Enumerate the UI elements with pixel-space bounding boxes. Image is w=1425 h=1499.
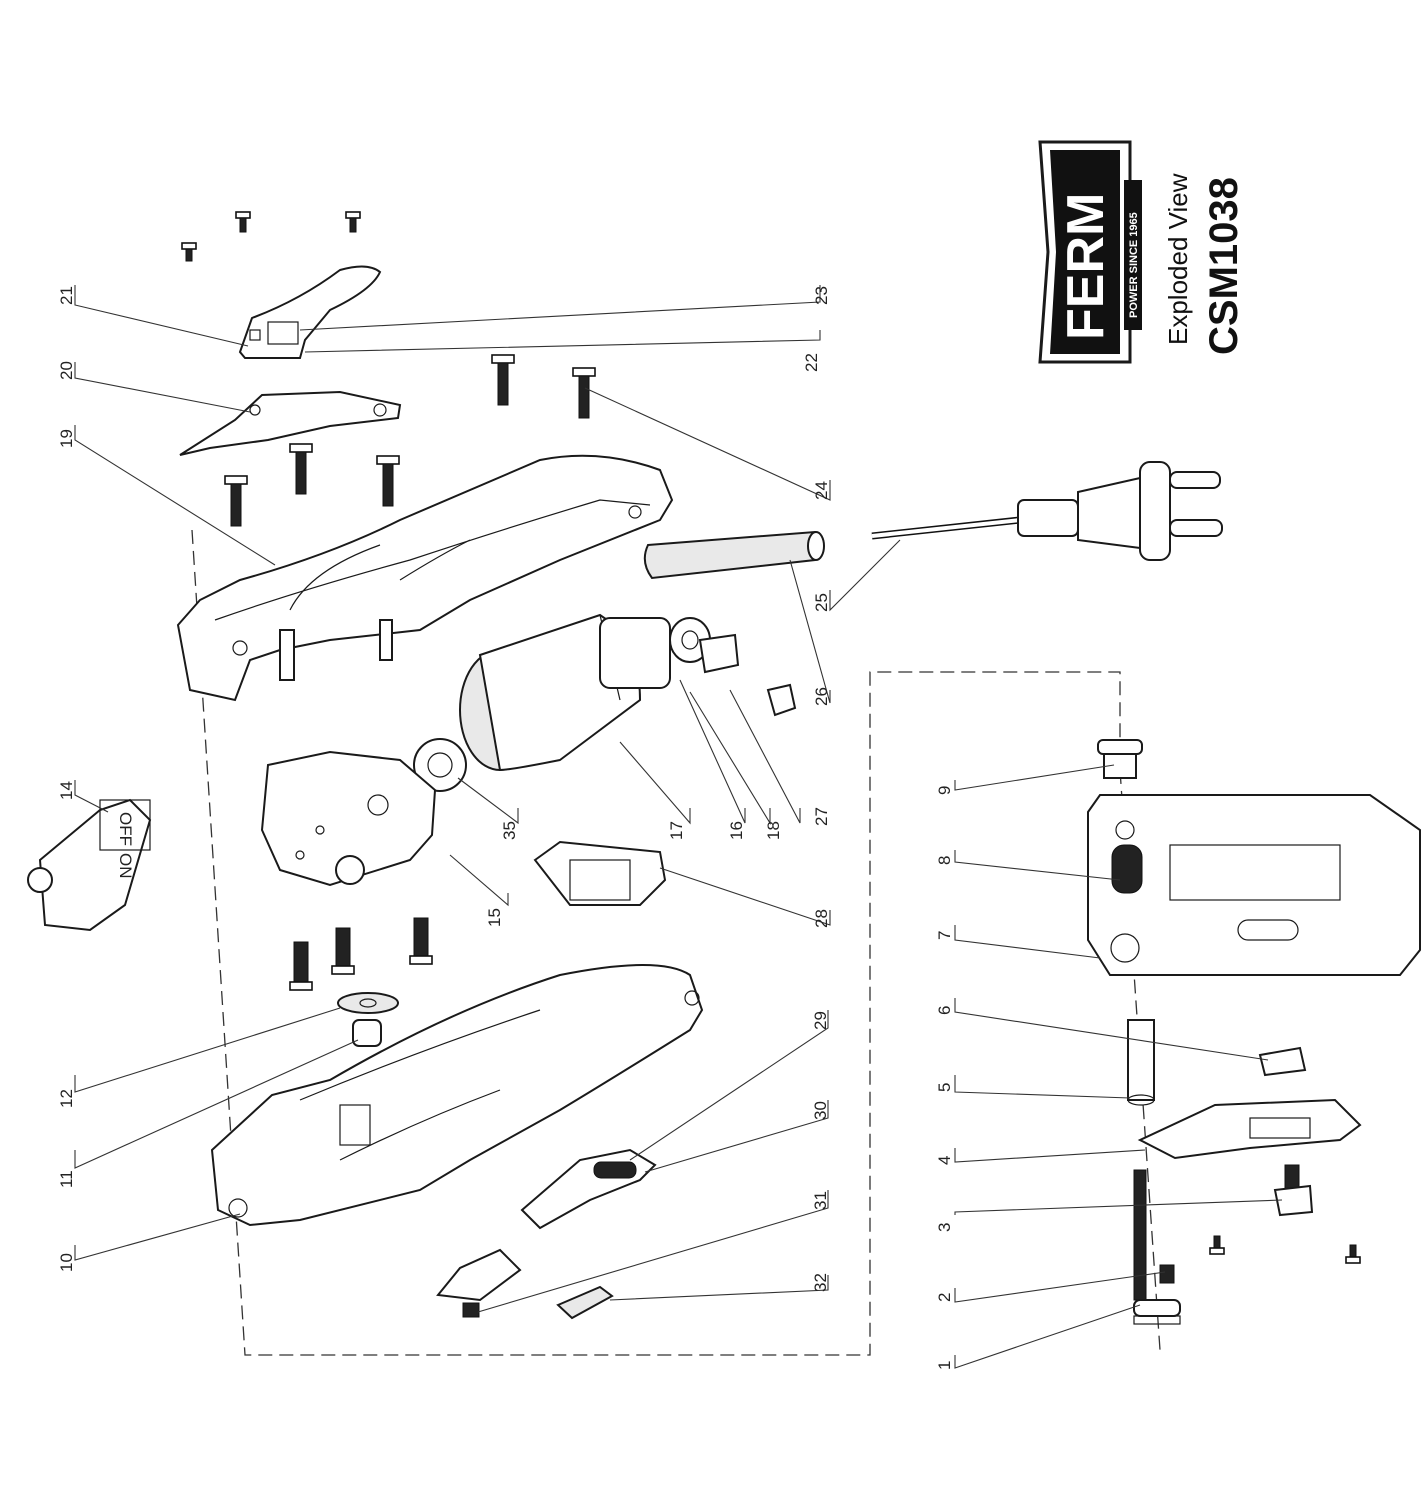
- label-32: 32: [811, 1273, 830, 1292]
- label-4: 4: [935, 1156, 954, 1165]
- label-35: 35: [500, 821, 519, 840]
- screw-long-3: [289, 443, 313, 495]
- screw-long-4: [376, 455, 400, 507]
- screw-small-right-1: [1209, 1235, 1225, 1255]
- label-5: 5: [935, 1083, 954, 1092]
- switch-label-on: ON: [116, 853, 135, 879]
- assembly-boundary-left: [191, 529, 1121, 1356]
- label-28: 28: [812, 909, 831, 928]
- label-10: 10: [57, 1253, 76, 1272]
- label-2: 2: [935, 1293, 954, 1302]
- part-11-spindle: [352, 1019, 382, 1047]
- screw-mid-3: [409, 917, 433, 965]
- label-19: 19: [57, 429, 76, 448]
- part-16-commutator: [599, 617, 711, 689]
- switch-label-off: OFF: [116, 812, 135, 846]
- label-25: 25: [812, 593, 831, 612]
- label-14: 14: [57, 781, 76, 800]
- label-22: 22: [802, 353, 821, 372]
- part-20-cover-plate: [179, 390, 402, 456]
- part-5-pin: [1127, 1019, 1155, 1106]
- logo-text: FERM: [1057, 193, 1115, 340]
- label-21: 21: [57, 286, 76, 305]
- part-8-spring: [1111, 844, 1143, 894]
- part-14-switch-cover: ON OFF: [27, 798, 152, 932]
- title-model-number: CSM1038: [1202, 177, 1246, 355]
- part-3-knob: [1273, 1164, 1314, 1217]
- label-8: 8: [935, 856, 954, 865]
- screw-top-2: [345, 211, 361, 233]
- part-1-foot: [1133, 1299, 1181, 1325]
- label-26: 26: [812, 687, 831, 706]
- part-26-sleeve: [643, 530, 825, 580]
- label-17: 17: [667, 821, 686, 840]
- logo-tagline: POWER SINCE 1965: [1128, 212, 1140, 318]
- label-9: 9: [935, 786, 954, 795]
- label-12: 12: [57, 1089, 76, 1108]
- screw-mid-1: [289, 941, 313, 991]
- part-9-cap: [1097, 739, 1143, 779]
- label-31: 31: [811, 1191, 830, 1210]
- screw-long-1: [491, 354, 515, 406]
- part-25-power-plug: [871, 461, 1223, 561]
- label-1: 1: [935, 1361, 954, 1370]
- ferm-logo: FERM POWER SINCE 1965: [1038, 140, 1142, 364]
- part-21-lever: [238, 265, 382, 359]
- label-24: 24: [812, 481, 831, 500]
- screw-small-right-2: [1345, 1244, 1361, 1264]
- screw-mid-2: [331, 927, 355, 975]
- title-exploded-view: Exploded View: [1163, 173, 1193, 345]
- part-18-brush-holder: [698, 633, 740, 674]
- part-31-nut: [462, 1302, 480, 1318]
- part-19-housing-half: [176, 454, 674, 702]
- label-29: 29: [811, 1011, 830, 1030]
- label-15: 15: [485, 908, 504, 927]
- label-30: 30: [811, 1101, 830, 1120]
- label-27: 27: [812, 807, 831, 826]
- label-23: 23: [812, 286, 831, 305]
- part-28-switch-block: [533, 840, 667, 906]
- part-35-bearing: [413, 738, 467, 792]
- screw-top-1: [235, 211, 251, 233]
- leader-lines: [74, 285, 1283, 1369]
- part-27-brush: [766, 683, 797, 717]
- label-20: 20: [57, 361, 76, 380]
- part-15-gear-housing: [260, 750, 437, 887]
- part-4-base-plate: [1137, 1098, 1362, 1160]
- label-3: 3: [935, 1223, 954, 1232]
- part-number-labels: 21 20 19 23 22 24 25 26 27 18 16 17 35 2…: [57, 286, 954, 1370]
- part-6-clip: [1258, 1046, 1307, 1077]
- part-2-bolt: [1133, 1169, 1175, 1301]
- label-11: 11: [57, 1170, 76, 1188]
- screw-top-3: [181, 242, 197, 262]
- screw-long-2: [572, 367, 596, 419]
- screw-long-5: [224, 475, 248, 527]
- part-7-base-housing: [1087, 794, 1421, 976]
- part-32-blade-clamp: [556, 1285, 614, 1320]
- part-12-washer: [337, 992, 399, 1014]
- part-10-main-housing: [210, 964, 704, 1227]
- label-18: 18: [764, 821, 783, 840]
- label-16: 16: [727, 821, 746, 840]
- label-6: 6: [935, 1006, 954, 1015]
- part-30-spring: [593, 1161, 637, 1179]
- label-7: 7: [935, 931, 954, 940]
